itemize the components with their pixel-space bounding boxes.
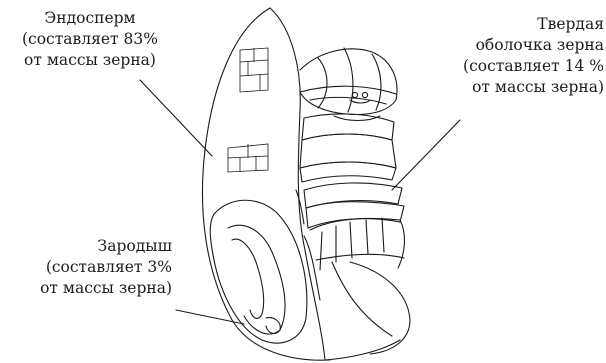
label-endosperm-line-3: от массы зерна) — [4, 50, 176, 71]
shell-cap — [300, 48, 397, 121]
label-germ-line-2: (составляет 3% — [4, 257, 172, 278]
label-germ: Зародыш (составляет 3% от массы зерна) — [4, 236, 172, 299]
label-shell-line-1: Твердая — [424, 14, 604, 35]
leader-endosperm — [140, 80, 212, 156]
label-germ-line-3: от массы зерна) — [4, 278, 172, 299]
scutellum — [232, 239, 264, 318]
label-endosperm-line-2: (составляет 83% — [4, 29, 176, 50]
label-endosperm: Эндосперм (составляет 83% от массы зерна… — [4, 8, 176, 71]
leader-shell — [392, 120, 460, 190]
label-hard-shell: Твердая оболочка зерна (составляет 14 % … — [424, 14, 604, 98]
label-shell-line-3: (составляет 14 % — [424, 56, 604, 77]
endosperm-boundary — [270, 8, 325, 360]
label-endosperm-line-1: Эндосперм — [4, 8, 176, 29]
label-shell-line-4: от массы зерна) — [424, 77, 604, 98]
label-germ-line-1: Зародыш — [4, 236, 172, 257]
shell-layers — [300, 114, 404, 228]
shell-lower — [296, 190, 410, 360]
endosperm-cells — [228, 48, 268, 172]
label-shell-line-2: оболочка зерна — [424, 35, 604, 56]
